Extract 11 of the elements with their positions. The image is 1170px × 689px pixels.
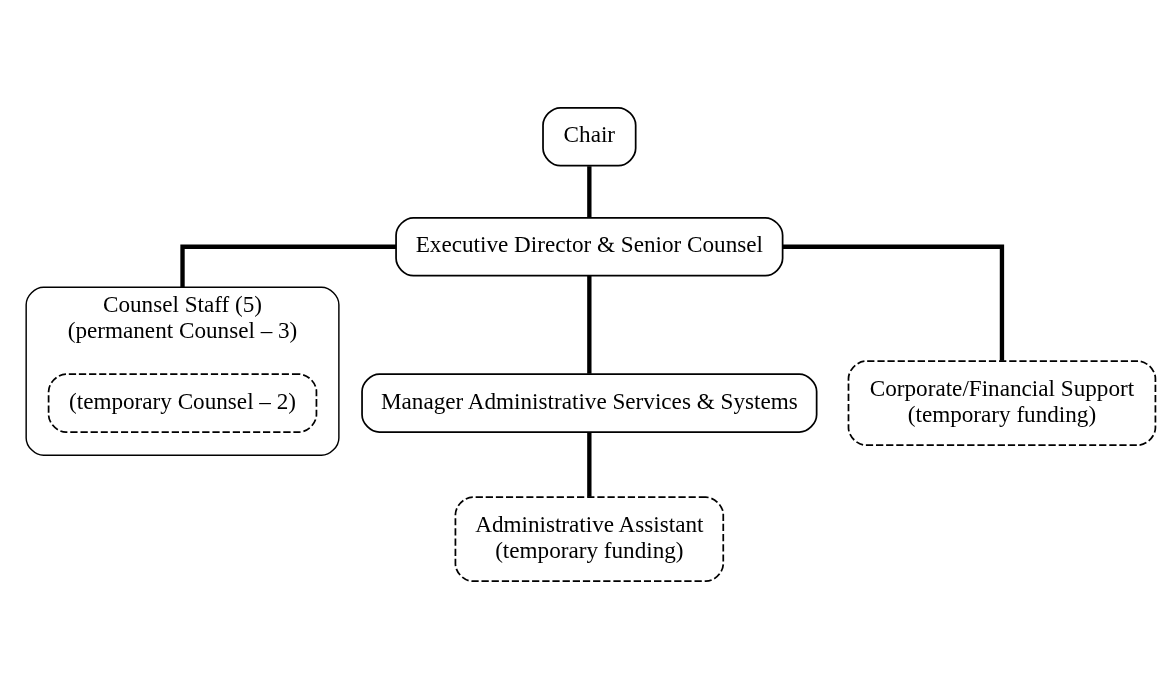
connector [587,166,592,218]
connector [180,244,397,288]
node-box: (temporary Counsel – 2) [47,373,318,433]
node-box: Chair [542,106,637,167]
node-box: Executive Director & Senior Counsel [395,216,784,277]
connector [587,432,592,497]
connector [587,275,592,374]
connector [782,244,1005,361]
node-box: Corporate/Financial Support (temporary funding) [847,360,1157,446]
node-box: Manager Administrative Services & Systems [361,373,818,433]
node-box: Administrative Assistant (temporary funding) [454,496,725,583]
